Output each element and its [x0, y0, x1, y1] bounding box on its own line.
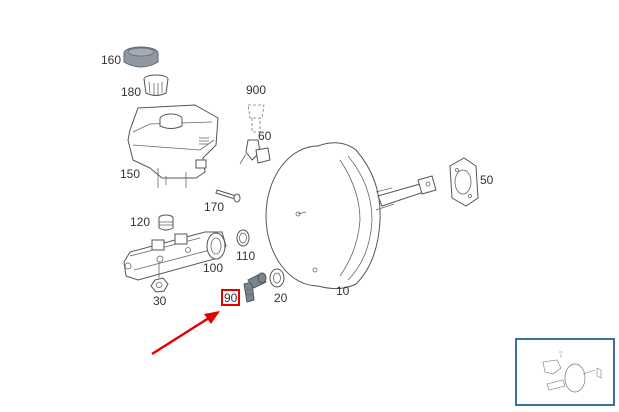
part-10-brake-booster[interactable]: [265, 142, 437, 290]
part-100-master-cylinder[interactable]: [123, 231, 227, 281]
label-150[interactable]: 150: [120, 167, 140, 181]
part-900-clip[interactable]: [247, 104, 265, 133]
label-110[interactable]: 110: [236, 249, 255, 263]
overview-thumbnail[interactable]: [515, 338, 615, 406]
part-150-fluid-reservoir[interactable]: [127, 104, 219, 188]
part-50-gasket[interactable]: [449, 157, 479, 207]
label-30[interactable]: 30: [153, 294, 167, 308]
part-110-seal-ring[interactable]: [236, 229, 250, 247]
part-90-vacuum-connector[interactable]: [243, 272, 267, 303]
part-20-grommet[interactable]: [269, 268, 285, 288]
label-160[interactable]: 160: [101, 53, 121, 67]
label-50[interactable]: 50: [480, 173, 494, 187]
part-160-reservoir-cap[interactable]: [123, 46, 159, 68]
part-60-level-sensor[interactable]: [239, 139, 271, 165]
part-30-nut[interactable]: [150, 262, 169, 293]
label-100[interactable]: 100: [203, 261, 223, 275]
label-120[interactable]: 120: [130, 215, 150, 229]
label-170[interactable]: 170: [204, 200, 224, 214]
label-90[interactable]: 90: [224, 291, 238, 305]
highlight-box-90: [221, 289, 240, 306]
overview-thumbnail-icon: [542, 351, 602, 393]
part-180-strainer[interactable]: [143, 74, 169, 96]
part-170-pin[interactable]: [215, 189, 241, 203]
label-60[interactable]: 60: [258, 129, 272, 143]
label-10[interactable]: 10: [336, 284, 350, 298]
label-900[interactable]: 900: [246, 83, 266, 97]
label-180[interactable]: 180: [121, 85, 141, 99]
pointer-arrow-icon: [151, 311, 220, 356]
part-120-plug[interactable]: [158, 214, 174, 231]
label-20[interactable]: 20: [274, 291, 288, 305]
